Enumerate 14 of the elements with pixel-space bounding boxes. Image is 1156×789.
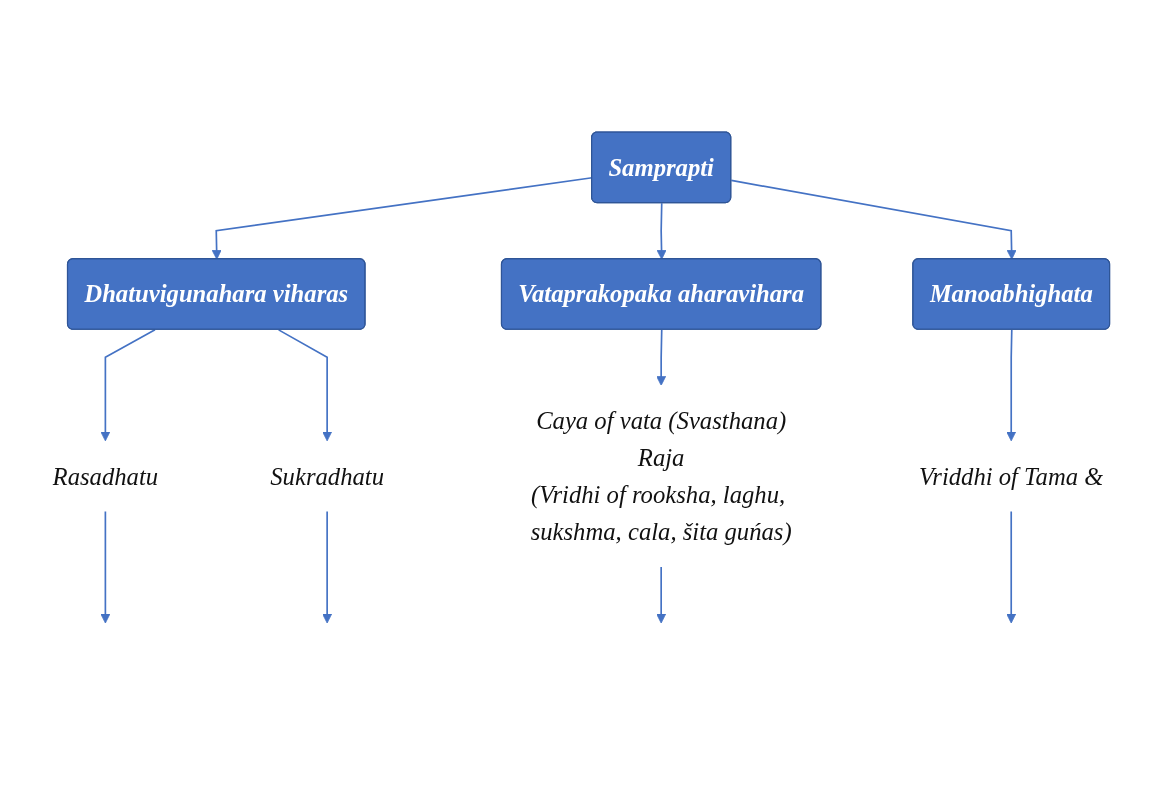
arrow bbox=[1006, 510, 1017, 624]
arrow bbox=[656, 566, 667, 624]
arrow bbox=[100, 510, 111, 624]
arrow bbox=[277, 329, 333, 442]
arrow bbox=[656, 329, 667, 386]
arrow bbox=[322, 510, 333, 624]
node-text: Rasadhatu bbox=[52, 462, 159, 491]
arrow bbox=[1006, 329, 1017, 442]
arrow bbox=[730, 179, 1017, 260]
node-text: Vriddhi of Tama & bbox=[919, 462, 1104, 491]
node-text: Sukradhatu bbox=[270, 462, 385, 491]
node-text: Caya of vata (Svasthana) Raja (Vridhi of rooksha, laghu, sukshma, cala, šita guńas) bbox=[530, 406, 792, 546]
arrow bbox=[100, 329, 156, 442]
arrow bbox=[656, 202, 667, 260]
